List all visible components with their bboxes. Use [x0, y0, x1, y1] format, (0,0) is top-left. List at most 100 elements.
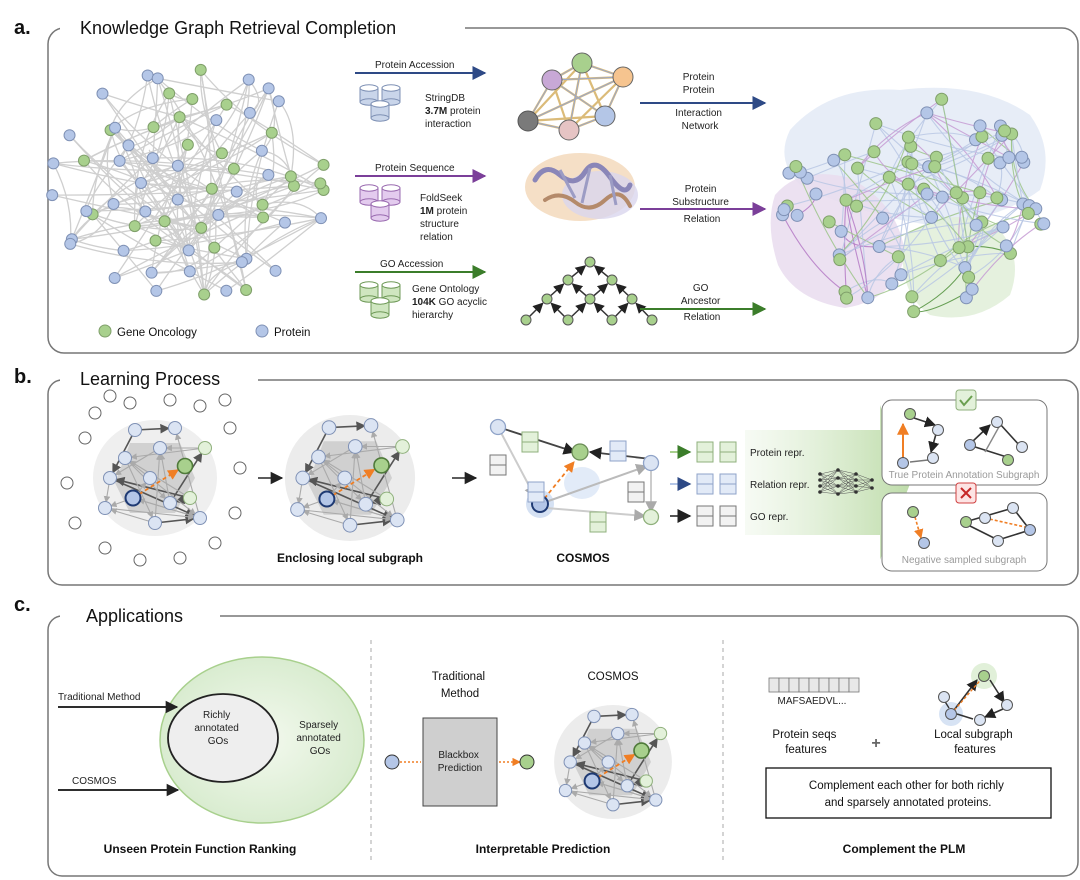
nn-edge — [855, 487, 873, 493]
subgraph-features-label: Local subgraph features — [934, 729, 1016, 756]
protein-node — [272, 95, 285, 108]
graph-edge — [806, 177, 928, 195]
foldseek-kind-2: relation — [420, 232, 453, 243]
neighbor-node — [143, 471, 157, 485]
predicted-go-node — [519, 754, 535, 770]
sequence-cell — [768, 677, 780, 693]
go-node — [205, 182, 218, 195]
neighbor-node — [558, 783, 573, 798]
graph-edge — [52, 194, 202, 229]
traditional-method-title: Traditional Method — [432, 671, 488, 700]
sequence-cell — [828, 677, 840, 693]
protein-node — [269, 264, 282, 277]
subgraph-edge — [323, 445, 403, 459]
graph-edge — [155, 191, 238, 292]
blackbox-box — [422, 717, 498, 807]
graph-edge — [889, 176, 969, 248]
cylinder-top — [381, 281, 401, 289]
protein-node — [969, 218, 983, 232]
nn-edge — [837, 485, 857, 493]
graph-edge — [164, 214, 322, 222]
nn-edge — [837, 479, 857, 495]
go-node — [186, 92, 199, 105]
subgraph-edge — [110, 508, 156, 524]
protein-node — [935, 190, 949, 204]
cylinder-bottom — [370, 214, 390, 222]
outer-node — [98, 541, 112, 555]
local-subgraph-icon — [938, 663, 1013, 726]
relation-token-grid — [489, 431, 645, 533]
graph-edge — [839, 123, 877, 260]
input-protein-node — [384, 754, 400, 770]
graph-edge — [926, 112, 1030, 207]
outer-node — [218, 393, 232, 407]
neighbor-node — [379, 491, 395, 507]
graph-edge — [52, 185, 294, 196]
subgraph-edge — [574, 733, 619, 760]
nn-edge — [837, 473, 857, 479]
graph-edge — [200, 69, 324, 166]
graph-edge — [155, 217, 322, 242]
sequence-cell — [838, 677, 850, 693]
go-term-node — [562, 314, 574, 326]
nn-edge — [855, 473, 873, 489]
nn-edge — [837, 469, 857, 487]
nn-edge — [819, 479, 839, 495]
subgraph-edge — [132, 497, 195, 518]
completed-knowledge-graph — [770, 87, 1051, 319]
panel-c: c. Applications Richly annotated GOs Spa… — [14, 594, 1079, 877]
panel-c-title: Applications — [86, 606, 183, 626]
outer-node — [60, 476, 74, 490]
cylinder-top — [359, 281, 379, 289]
subgraph-edge — [307, 446, 356, 476]
nn-edge — [855, 479, 873, 493]
nn-neuron — [836, 476, 840, 480]
go-node — [952, 241, 966, 255]
graph-edge — [119, 75, 149, 162]
cosmos-caption: COSMOS — [556, 551, 609, 565]
panel-b-label: b. — [14, 366, 32, 388]
nn-edge — [837, 477, 857, 487]
sparsely-annotated-label: Sparsely annotated GOs — [296, 720, 343, 757]
go-node — [1021, 206, 1035, 220]
protein-node — [834, 224, 848, 238]
graph-edge — [867, 247, 960, 299]
richly-annotated-region — [167, 693, 279, 783]
protein-structure-icon — [525, 153, 638, 221]
go-node — [284, 170, 297, 183]
go-node — [928, 160, 942, 174]
neighbor-node — [198, 441, 212, 455]
protein-node — [117, 244, 130, 257]
neighbor-node — [620, 779, 634, 793]
nn-edge — [819, 477, 839, 487]
traditional-method-label: Traditional Method — [58, 692, 140, 703]
gene-ontology-name: Gene Ontology — [412, 284, 479, 295]
protein-node — [182, 244, 195, 257]
graph-edge — [838, 136, 909, 256]
subgraph-edge — [318, 456, 394, 517]
knowledge-graph-left — [46, 63, 330, 301]
neighbor-node — [587, 709, 601, 724]
go-node — [195, 221, 208, 234]
graph-edge — [134, 225, 247, 291]
graph-edge — [911, 226, 1004, 298]
go-node — [851, 161, 865, 175]
graph-edge — [52, 163, 72, 244]
nn-neuron — [836, 468, 840, 472]
protein-node — [827, 153, 841, 167]
protein-node — [145, 266, 158, 279]
neighbor-node — [321, 420, 337, 435]
protein-node — [920, 106, 934, 120]
graph-edge — [177, 79, 250, 167]
foldseek-name: FoldSeek — [420, 193, 463, 204]
go-node — [933, 253, 947, 267]
graph-edge — [857, 98, 942, 169]
graph-edge — [782, 214, 846, 293]
go-node — [973, 186, 987, 200]
go-node — [901, 177, 915, 191]
foldseek-database-icon — [359, 184, 401, 222]
nn-edge — [819, 479, 839, 487]
nn-neuron — [870, 486, 874, 490]
neighbor-node — [183, 491, 197, 505]
representation-arrows — [670, 441, 737, 527]
